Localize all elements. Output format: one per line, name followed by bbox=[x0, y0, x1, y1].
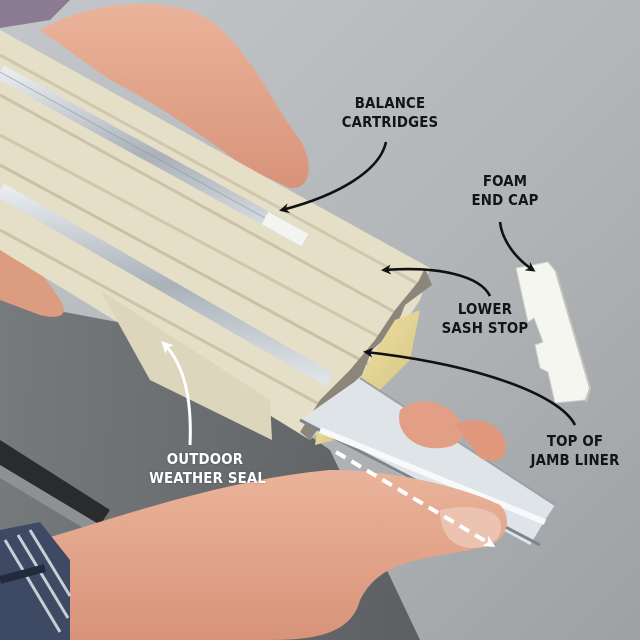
threshold-strip bbox=[0, 440, 110, 525]
label-balance-cartridges: BALANCE CARTRIDGES bbox=[338, 94, 441, 132]
balance-cartridge-lower bbox=[0, 183, 334, 387]
label-line: END CAP bbox=[471, 191, 539, 209]
label-line: TOP OF bbox=[546, 432, 604, 450]
lower-sash-stop-arrow bbox=[381, 264, 492, 297]
label-foam-end-cap: FOAM END CAP bbox=[462, 172, 548, 210]
top-of-jamb-liner-arrow bbox=[363, 347, 577, 426]
label-line: BALANCE bbox=[354, 94, 426, 112]
label-line: CARTRIDGES bbox=[341, 113, 439, 131]
label-line: JAMB LINER bbox=[530, 451, 620, 469]
label-line: FOAM bbox=[482, 172, 528, 190]
bottom-hand bbox=[40, 470, 508, 640]
outdoor-weather-seal-arrow bbox=[161, 341, 192, 446]
weather-seal-flap bbox=[100, 290, 272, 440]
label-outdoor-weather-seal: OUTDOOR WEATHER SEAL bbox=[149, 450, 267, 488]
balance-cartridges-arrow bbox=[279, 141, 388, 214]
label-top-of-jamb-liner: TOP OF JAMB LINER bbox=[523, 432, 626, 470]
foam-end-cap-arrow bbox=[498, 221, 536, 272]
label-line: OUTDOOR bbox=[166, 450, 244, 468]
top-hand bbox=[40, 3, 309, 189]
pull-direction-arrow bbox=[334, 450, 496, 548]
label-line: SASH STOP bbox=[441, 319, 529, 337]
label-line: LOWER bbox=[457, 300, 513, 318]
shirt-sleeve bbox=[0, 522, 70, 640]
label-line: WEATHER SEAL bbox=[149, 469, 267, 487]
label-lower-sash-stop: LOWER SASH STOP bbox=[438, 300, 533, 338]
